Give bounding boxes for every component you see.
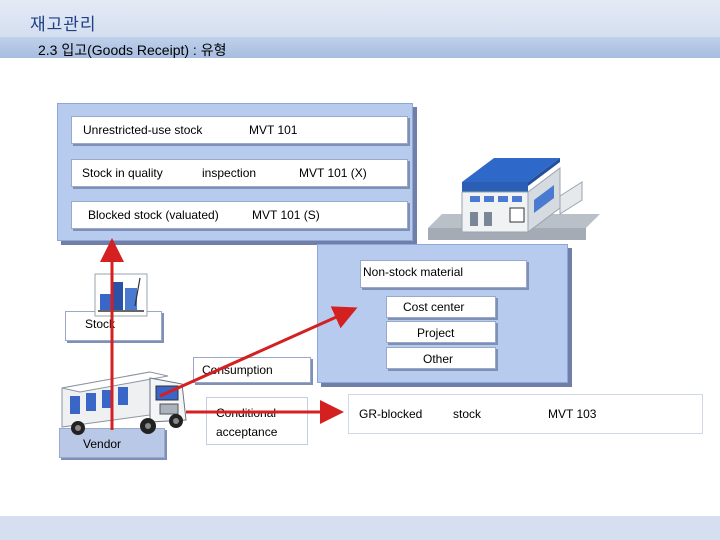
page-title: 재고관리 [30,15,97,34]
project-label: Project [417,326,455,340]
unrestricted-stock-mvt: MVT 101 [249,123,298,137]
footer-bar [0,516,720,540]
quality-inspection-card: Stock in quality inspection MVT 101 (X) [71,159,408,187]
gr-mvt-label: MVT 103 [548,407,597,421]
warehouse-icon [428,158,600,240]
quality-inspection-label: inspection [202,166,257,180]
gr-stock-label: stock [453,407,482,421]
arrow-truck-to-non-stock [159,306,358,398]
blocked-stock-mvt: MVT 101 (S) [252,208,320,222]
blocked-stock-card: Blocked stock (valuated) MVT 101 (S) [71,201,408,229]
other-label: Other [423,352,454,366]
quality-stock-mvt: MVT 101 (X) [299,166,367,180]
gr-blocked-card: GR-blocked stock MVT 103 [348,394,703,434]
vendor-label: Vendor [83,437,122,451]
quality-stock-label: Stock in quality [82,166,163,180]
header-bar [0,0,720,37]
gr-blocked-label: GR-blocked [359,407,423,421]
flow-arrows [100,238,358,430]
unrestricted-stock-card: Unrestricted-use stock MVT 101 [71,116,408,144]
section-bar [0,37,720,58]
truck-icon [61,371,187,435]
section-title: 2.3 입고(Goods Receipt) : 유형 [38,42,227,58]
cost-center-label: Cost center [403,300,465,314]
blocked-stock-label: Blocked stock (valuated) [88,208,219,222]
consumption-label: Consumption [202,363,273,377]
consumption-card: Consumption [193,357,311,383]
project-card: Project [386,321,496,343]
other-card: Other [386,347,496,369]
acceptance-label: acceptance [216,425,278,439]
unrestricted-stock-label: Unrestricted-use stock [83,123,203,137]
non-stock-title-card: Non-stock material [360,260,527,288]
cost-center-card: Cost center [386,296,496,318]
non-stock-title: Non-stock material [363,265,464,279]
shelving-icon [94,273,148,317]
stock-label: Stock [85,317,116,331]
